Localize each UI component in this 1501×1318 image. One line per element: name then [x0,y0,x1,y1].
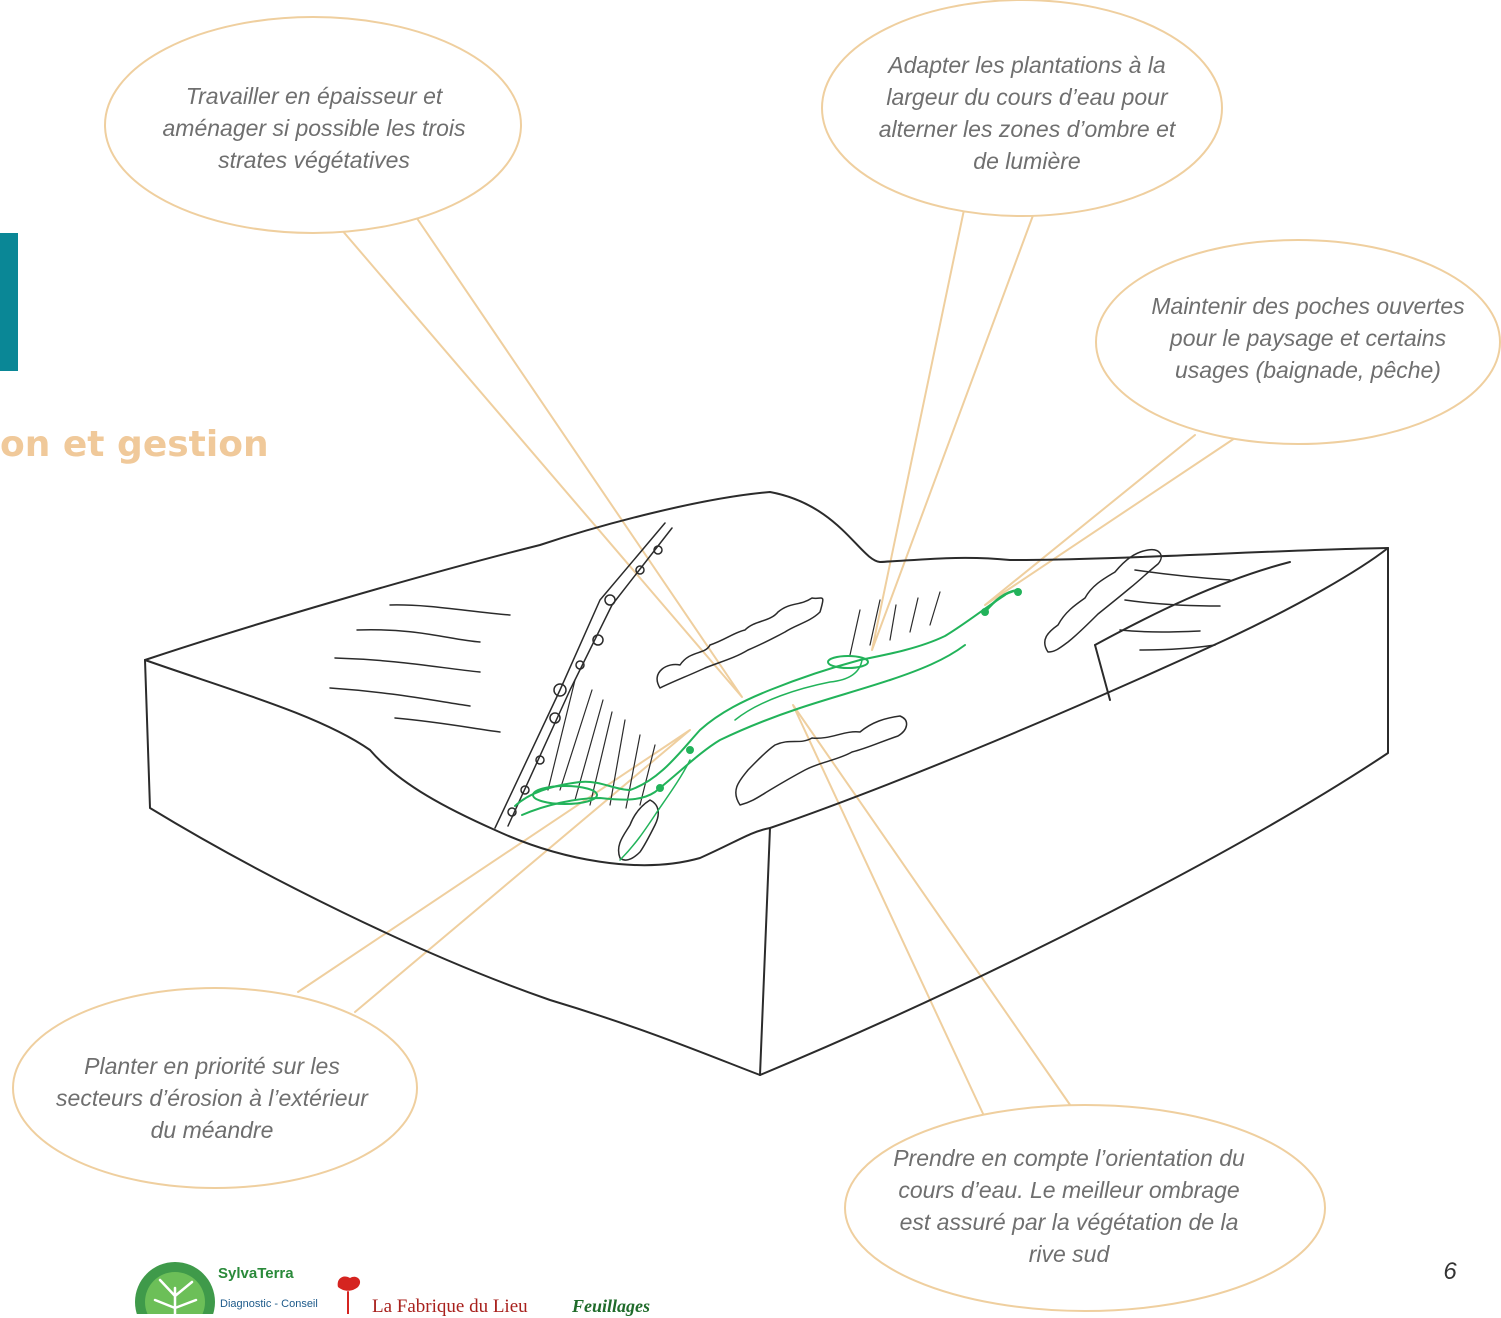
block-front-edge [760,828,770,1075]
tree-clump-front [619,800,659,860]
callout-pockets: Maintenir des poches ouvertes pour le pa… [1143,290,1473,386]
callout-plantings: Adapter les plantations à la largeur du … [872,49,1182,177]
terrain-block [145,492,1388,1075]
sylvaterra-logo-mark [135,1262,215,1314]
valley-cut [145,548,1388,865]
page-number: 6 [1430,1258,1470,1286]
callout-strata: Travailler en épaisseur et aménager si p… [150,80,478,176]
river-vegetation [515,589,1021,860]
fabrique-du-lieu-logo: La Fabrique du Lieu [372,1296,528,1318]
callout-erosion: Planter en priorité sur les secteurs d’é… [52,1050,372,1146]
callout-orientation: Prendre en compte l’orientation du cours… [880,1142,1258,1270]
tree-clump-upper [657,598,823,688]
block-right-face [760,548,1388,1075]
fabrique-logo-mark [338,1276,360,1314]
callout-pointers [298,205,1235,1118]
sylvaterra-logo-name: SylvaTerra [218,1265,294,1282]
sylvaterra-logo-tagline: Diagnostic - Conseil [220,1298,318,1310]
block-top-surface [145,492,1388,660]
tree-clump-right [1045,550,1161,652]
field-hatching [330,570,1230,732]
tree-clump-lower [736,716,907,805]
